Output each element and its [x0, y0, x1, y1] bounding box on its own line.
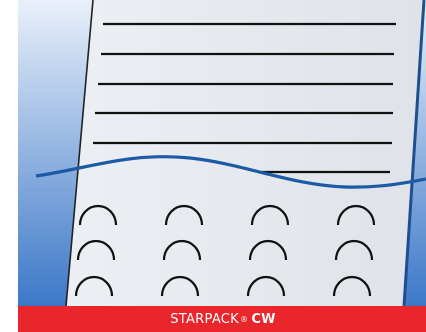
product-suffix: CW [251, 312, 275, 327]
product-caption: STARPACK®CW [18, 306, 426, 332]
product-name: STARPACK [170, 312, 239, 327]
slanted-panel [66, 0, 424, 306]
registered-mark: ® [240, 315, 248, 324]
